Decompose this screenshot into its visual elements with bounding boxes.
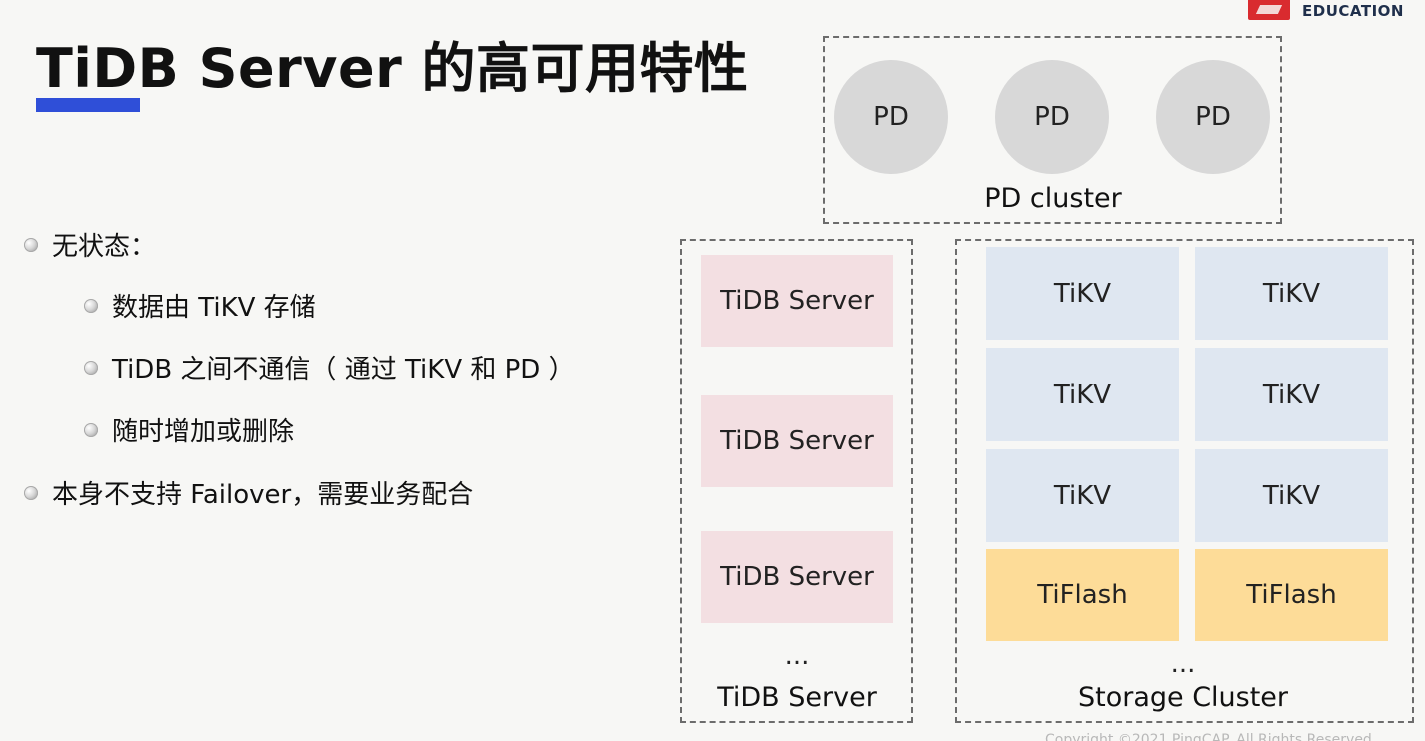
pd-node: PD — [1156, 60, 1270, 174]
slide-title: TiDB Server 的高可用特性 — [36, 37, 749, 100]
pd-node: PD — [834, 60, 948, 174]
tikv-node: TiKV — [1195, 348, 1388, 441]
pingcap-education-logo: EDUCATION — [1248, 0, 1418, 26]
bullet-text: 本身不支持 Failover，需要业务配合 — [52, 480, 474, 510]
tidb-server-node: TiDB Server — [701, 531, 893, 623]
title-accent-bar — [36, 98, 140, 112]
pd-cluster-group: PD PD PD PD cluster — [823, 36, 1282, 224]
bullet-dot-icon — [24, 485, 38, 500]
bullet-text: 数据由 TiKV 存储 — [112, 293, 316, 323]
tidb-server-node: TiDB Server — [701, 395, 893, 487]
bullet-item: 随时增加或删除 — [84, 411, 294, 448]
bullet-dot-icon — [84, 298, 98, 313]
tidb-server-group: TiDB Server TiDB Server TiDB Server ... … — [680, 239, 913, 723]
storage-more-ellipsis: ... — [1170, 649, 1196, 679]
pd-node: PD — [995, 60, 1109, 174]
bullet-item: 无状态： — [24, 226, 156, 263]
tikv-node: TiKV — [1195, 449, 1388, 542]
pd-cluster-label: PD cluster — [984, 183, 1122, 214]
tidb-server-label: TiDB Server — [717, 682, 877, 713]
bullet-dot-icon — [84, 422, 98, 437]
bullet-item: 数据由 TiKV 存储 — [84, 287, 316, 324]
storage-cluster-label: Storage Cluster — [1077, 682, 1289, 713]
tikv-node: TiKV — [986, 247, 1179, 340]
tiflash-node: TiFlash — [986, 549, 1179, 641]
bullet-item: TiDB 之间不通信（ 通过 TiKV 和 PD ） — [84, 349, 575, 386]
bullet-text: 无状态： — [52, 232, 157, 262]
logo-text: EDUCATION — [1302, 2, 1404, 20]
storage-cluster-group: TiKV TiKV TiKV TiKV TiKV TiKV TiFlash Ti… — [955, 239, 1414, 723]
tidb-server-node: TiDB Server — [701, 255, 893, 347]
tikv-node: TiKV — [1195, 247, 1388, 340]
bullet-text: TiDB 之间不通信（ 通过 TiKV 和 PD ） — [112, 355, 575, 385]
bullet-dot-icon — [84, 360, 98, 375]
tidb-more-ellipsis: ... — [784, 641, 810, 671]
bullet-dot-icon — [24, 237, 38, 252]
tikv-node: TiKV — [986, 348, 1179, 441]
copyright-footer: Copyright ©2021 PingCAP. All Rights Rese… — [1045, 732, 1377, 741]
tikv-node: TiKV — [986, 449, 1179, 542]
pingcap-logo-mark-icon — [1248, 0, 1290, 20]
tiflash-node: TiFlash — [1195, 549, 1388, 641]
bullet-item: 本身不支持 Failover，需要业务配合 — [24, 474, 473, 511]
bullet-text: 随时增加或删除 — [112, 417, 295, 447]
